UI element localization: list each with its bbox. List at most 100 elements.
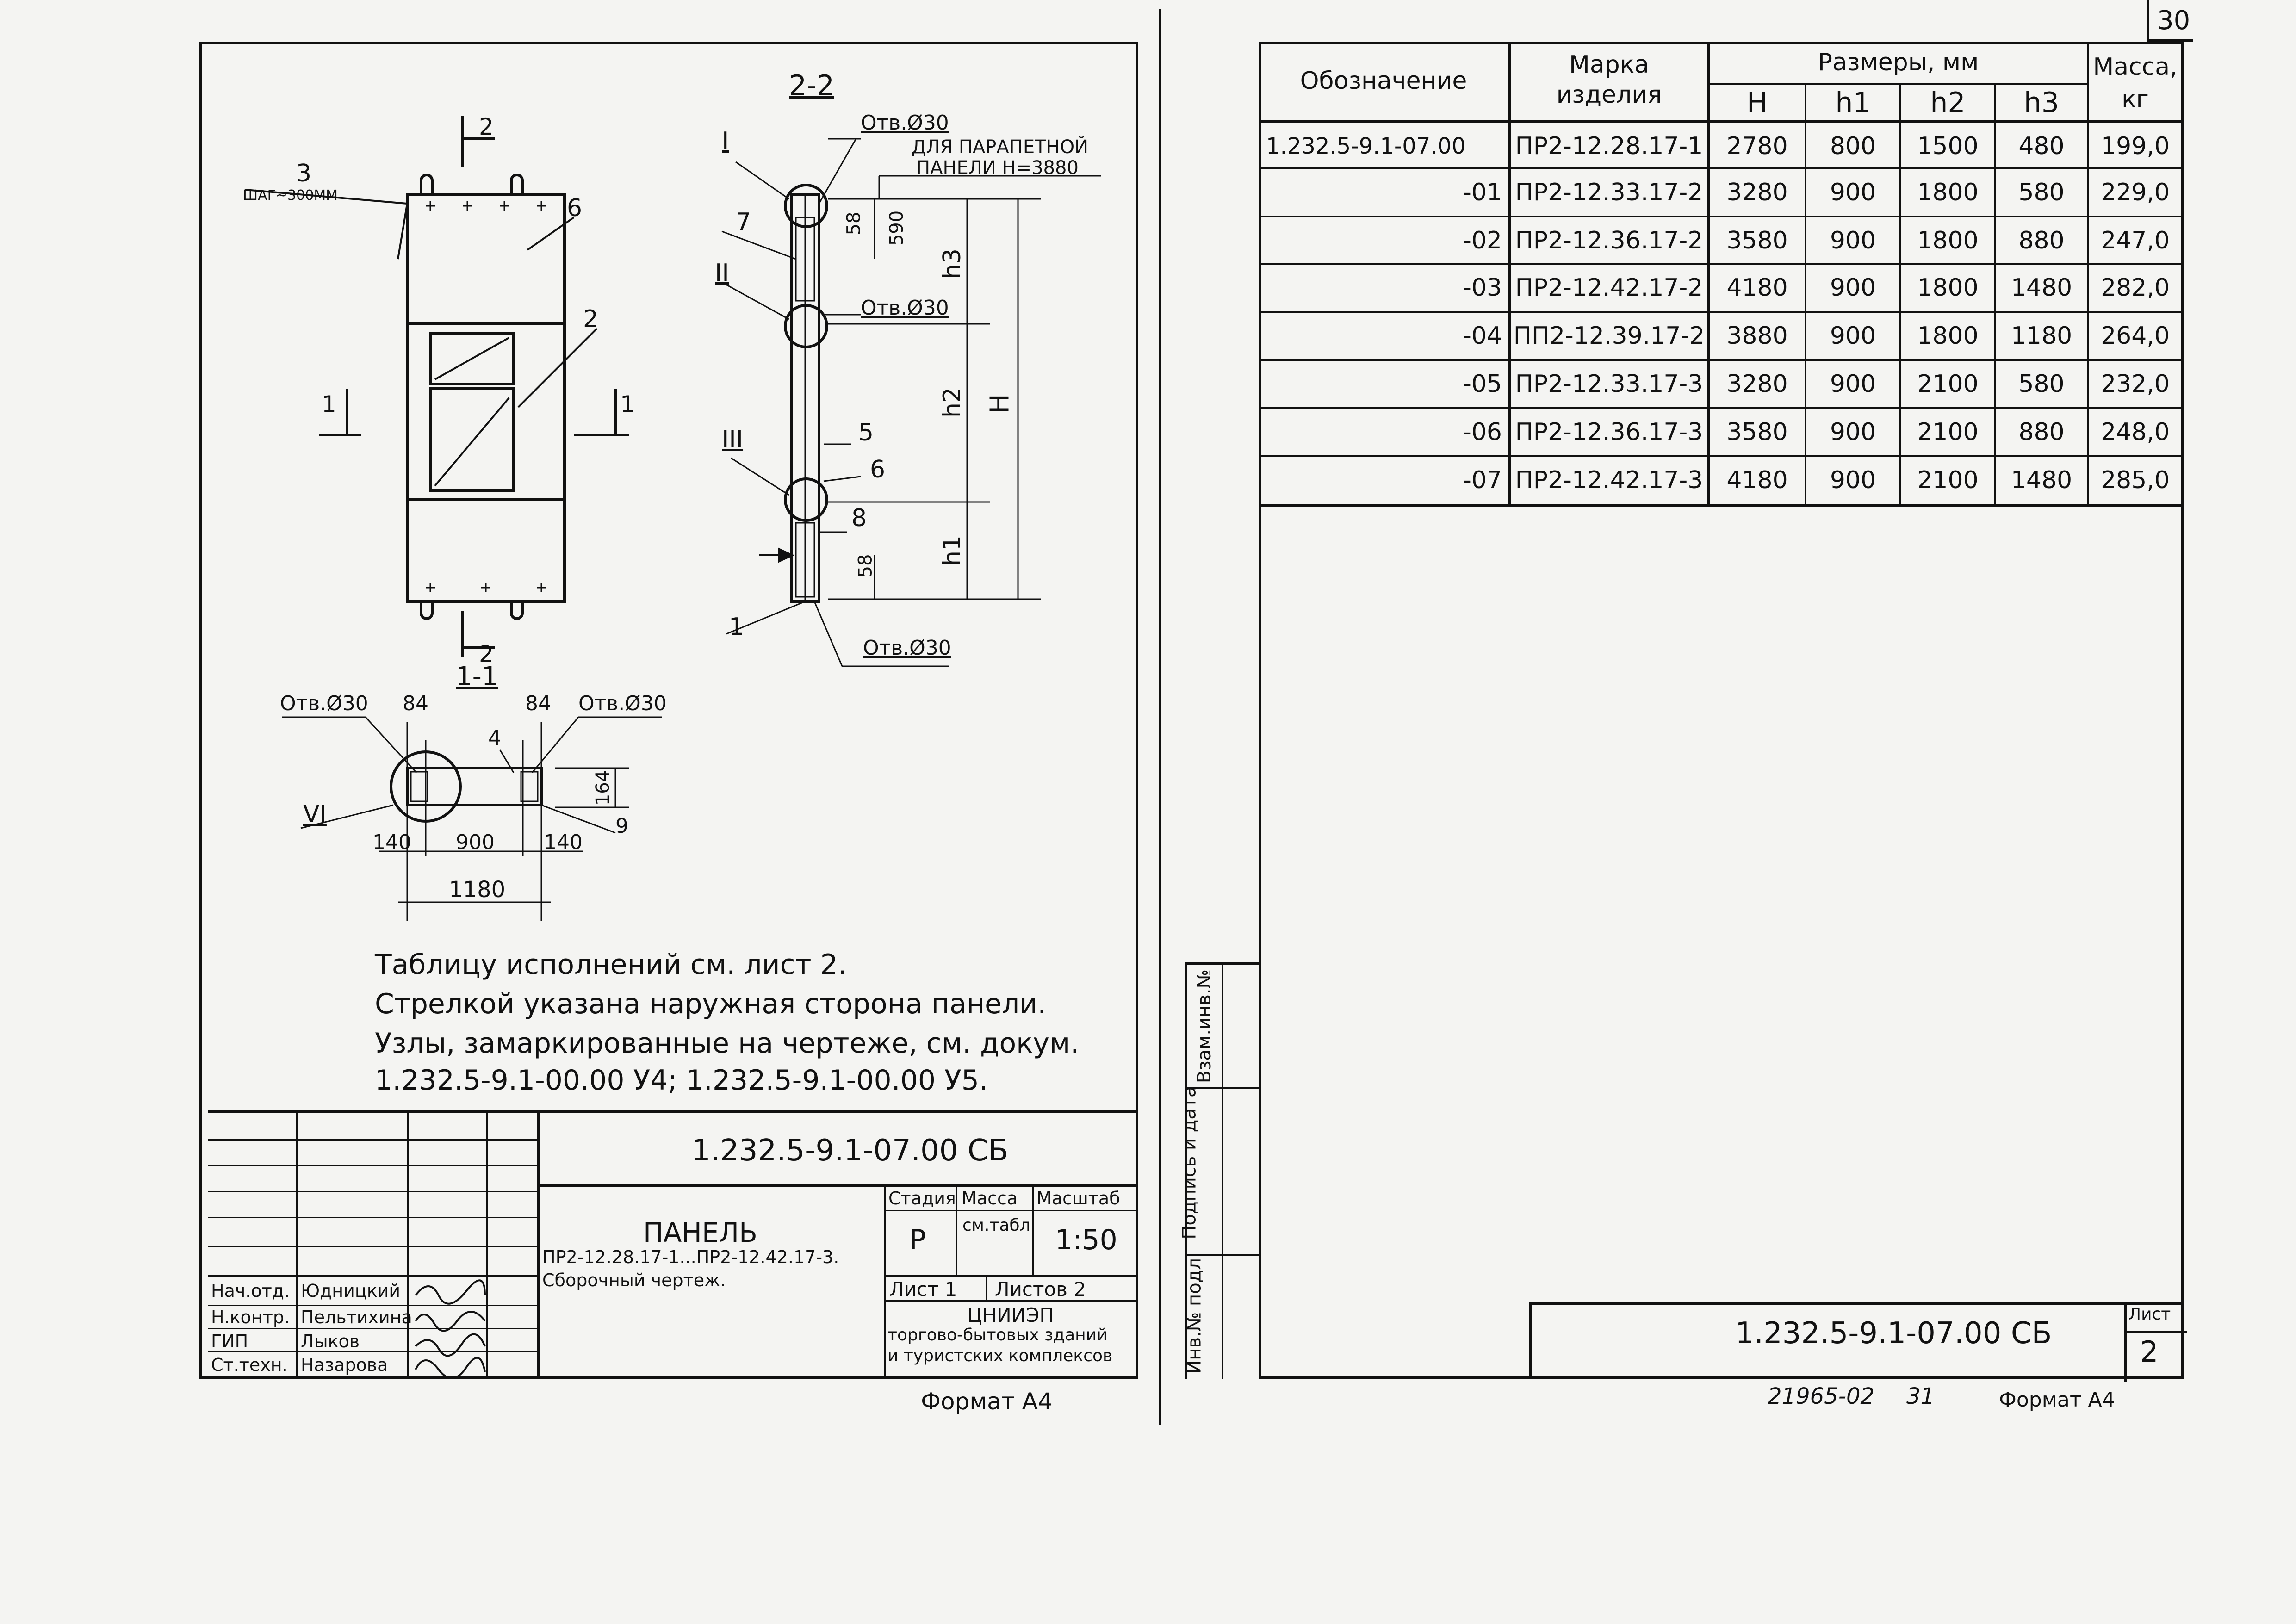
callout-3: 3 — [296, 160, 312, 187]
callout-2: 2 — [583, 305, 599, 333]
callout-6: 6 — [567, 194, 583, 222]
role-3: ГИП — [211, 1331, 248, 1351]
signatures — [415, 1279, 486, 1379]
table-cell-h3: 880 — [2018, 418, 2065, 446]
table-cell-mark: ПР2-12.33.17-3 — [1515, 370, 1703, 398]
table-cell-mark: ПП2-12.39.17-2 — [1513, 322, 1705, 350]
dim-H: H — [985, 394, 1015, 414]
header-h3: h3 — [2023, 87, 2060, 119]
table-cell-h2: 2100 — [1917, 418, 1979, 446]
dim-1180: 1180 — [449, 877, 506, 903]
cut-mark-1-right: 1 — [620, 391, 635, 418]
role-4: Ст.техн. — [211, 1355, 288, 1375]
sheet-number: 30 — [2157, 6, 2191, 36]
node-I: I — [722, 127, 729, 155]
sheets-label: Листов 2 — [995, 1278, 1086, 1301]
header-sizes: Размеры, мм — [1818, 49, 1979, 76]
table-cell-H: 4180 — [1726, 274, 1788, 302]
callout-6b: 6 — [870, 456, 886, 483]
right-sheet-no: 2 — [2140, 1335, 2159, 1369]
hole-label-right-11: Отв.Ø30 — [578, 692, 667, 715]
node-III: III — [722, 426, 744, 453]
table-cell-mark: ПР2-12.28.17-1 — [1515, 132, 1703, 160]
table-cell-designation: -07 — [1463, 466, 1502, 494]
dim-84-right: 84 — [525, 692, 551, 715]
table-cell-mass: 282,0 — [2101, 274, 2170, 302]
table-cell-designation: -03 — [1463, 274, 1502, 302]
archive-page: 31 — [1906, 1383, 1935, 1409]
stage-value: Р — [909, 1224, 926, 1256]
header-h2: h2 — [1930, 87, 1966, 119]
name-1: Юдницкий — [301, 1281, 401, 1301]
plus-markers — [426, 201, 546, 592]
callout-9: 9 — [615, 814, 628, 838]
table-cell-mark: ПР2-12.42.17-3 — [1515, 466, 1703, 494]
left-sheet-frame — [199, 42, 1138, 1379]
table-cell-mass: 199,0 — [2101, 132, 2170, 160]
hole-label-mid: Отв.Ø30 — [861, 296, 949, 320]
dim-590: 590 — [886, 210, 908, 246]
node-II: II — [715, 259, 729, 287]
right-doc-code: 1.232.5-9.1-07.00 СБ — [1735, 1316, 2052, 1351]
hole-label-bottom: Отв.Ø30 — [863, 636, 951, 660]
dim-58-bottom: 58 — [855, 554, 876, 578]
dim-900: 900 — [456, 831, 495, 854]
node-VI: VI — [303, 800, 327, 828]
table-cell-h1: 900 — [1830, 418, 1876, 446]
hole-label-top: Отв.Ø30 — [861, 111, 949, 135]
format-right: Формат А4 — [1999, 1388, 2115, 1412]
archive-number: 21965-02 — [1768, 1383, 1875, 1409]
role-2: Н.контр. — [211, 1307, 290, 1327]
dim-84-left: 84 — [403, 692, 428, 715]
table-cell-mass: 229,0 — [2101, 179, 2170, 206]
table-cell-h3: 1180 — [2011, 322, 2073, 350]
header-designation: Обозначение — [1300, 67, 1467, 95]
table-cell-mark: ПР2-12.36.17-2 — [1515, 227, 1703, 254]
table-cell-H: 3580 — [1726, 227, 1788, 254]
note-1: Таблицу исполнений см. лист 2. — [375, 948, 847, 981]
table-cell-H: 3280 — [1726, 179, 1788, 206]
side-stamp — [1185, 962, 1259, 1379]
mass-value: см.табл. — [962, 1216, 1036, 1235]
dim-h2: h2 — [938, 387, 967, 418]
table-cell-designation: -06 — [1463, 418, 1502, 446]
hole-label-left-11: Отв.Ø30 — [280, 692, 368, 715]
page-divider — [1159, 9, 1161, 1425]
dim-140-left: 140 — [372, 831, 411, 854]
table-cell-mark: ПР2-12.42.17-2 — [1515, 274, 1703, 302]
callout-8: 8 — [851, 504, 867, 532]
section-2-2-label: 2-2 — [789, 69, 834, 102]
section-1-1-label: 1-1 — [456, 662, 498, 692]
table-cell-h2: 2100 — [1917, 466, 1979, 494]
table-cell-mass: 264,0 — [2101, 322, 2170, 350]
table-cell-mass: 248,0 — [2101, 418, 2170, 446]
table-cell-designation: -01 — [1463, 179, 1502, 206]
table-cell-h3: 480 — [2018, 132, 2065, 160]
dim-58-top: 58 — [843, 211, 865, 236]
table-cell-h1: 900 — [1830, 370, 1876, 398]
note-2: Стрелкой указана наружная сторона панели… — [375, 988, 1047, 1020]
table-cell-h3: 1480 — [2011, 274, 2073, 302]
cut-mark-2-top: 2 — [479, 113, 494, 140]
table-cell-h2: 1800 — [1917, 179, 1979, 206]
header-mark-1: Марка — [1569, 51, 1649, 79]
org-line-1: ЦНИИЭП — [967, 1304, 1054, 1326]
cut-mark-2-bottom: 2 — [479, 641, 494, 668]
name-4: Назарова — [301, 1355, 388, 1375]
callout-5: 5 — [858, 419, 874, 446]
callout-7: 7 — [736, 208, 751, 236]
callout-1: 1 — [729, 613, 745, 641]
table-cell-H: 4180 — [1726, 466, 1788, 494]
format-left: Формат А4 — [921, 1388, 1053, 1415]
table-cell-h3: 580 — [2018, 370, 2065, 398]
table-cell-h2: 1800 — [1917, 274, 1979, 302]
table-cell-H: 2780 — [1726, 132, 1788, 160]
title-sub-1: ПР2-12.28.17-1...ПР2-12.42.17-3. — [542, 1247, 839, 1267]
table-cell-designation: -04 — [1463, 322, 1502, 350]
table-cell-h3: 1480 — [2011, 466, 2073, 494]
table-cell-h1: 900 — [1830, 322, 1876, 350]
table-cell-h1: 900 — [1830, 274, 1876, 302]
sheet-number-box — [2147, 0, 2193, 42]
dim-h1: h1 — [938, 535, 967, 566]
